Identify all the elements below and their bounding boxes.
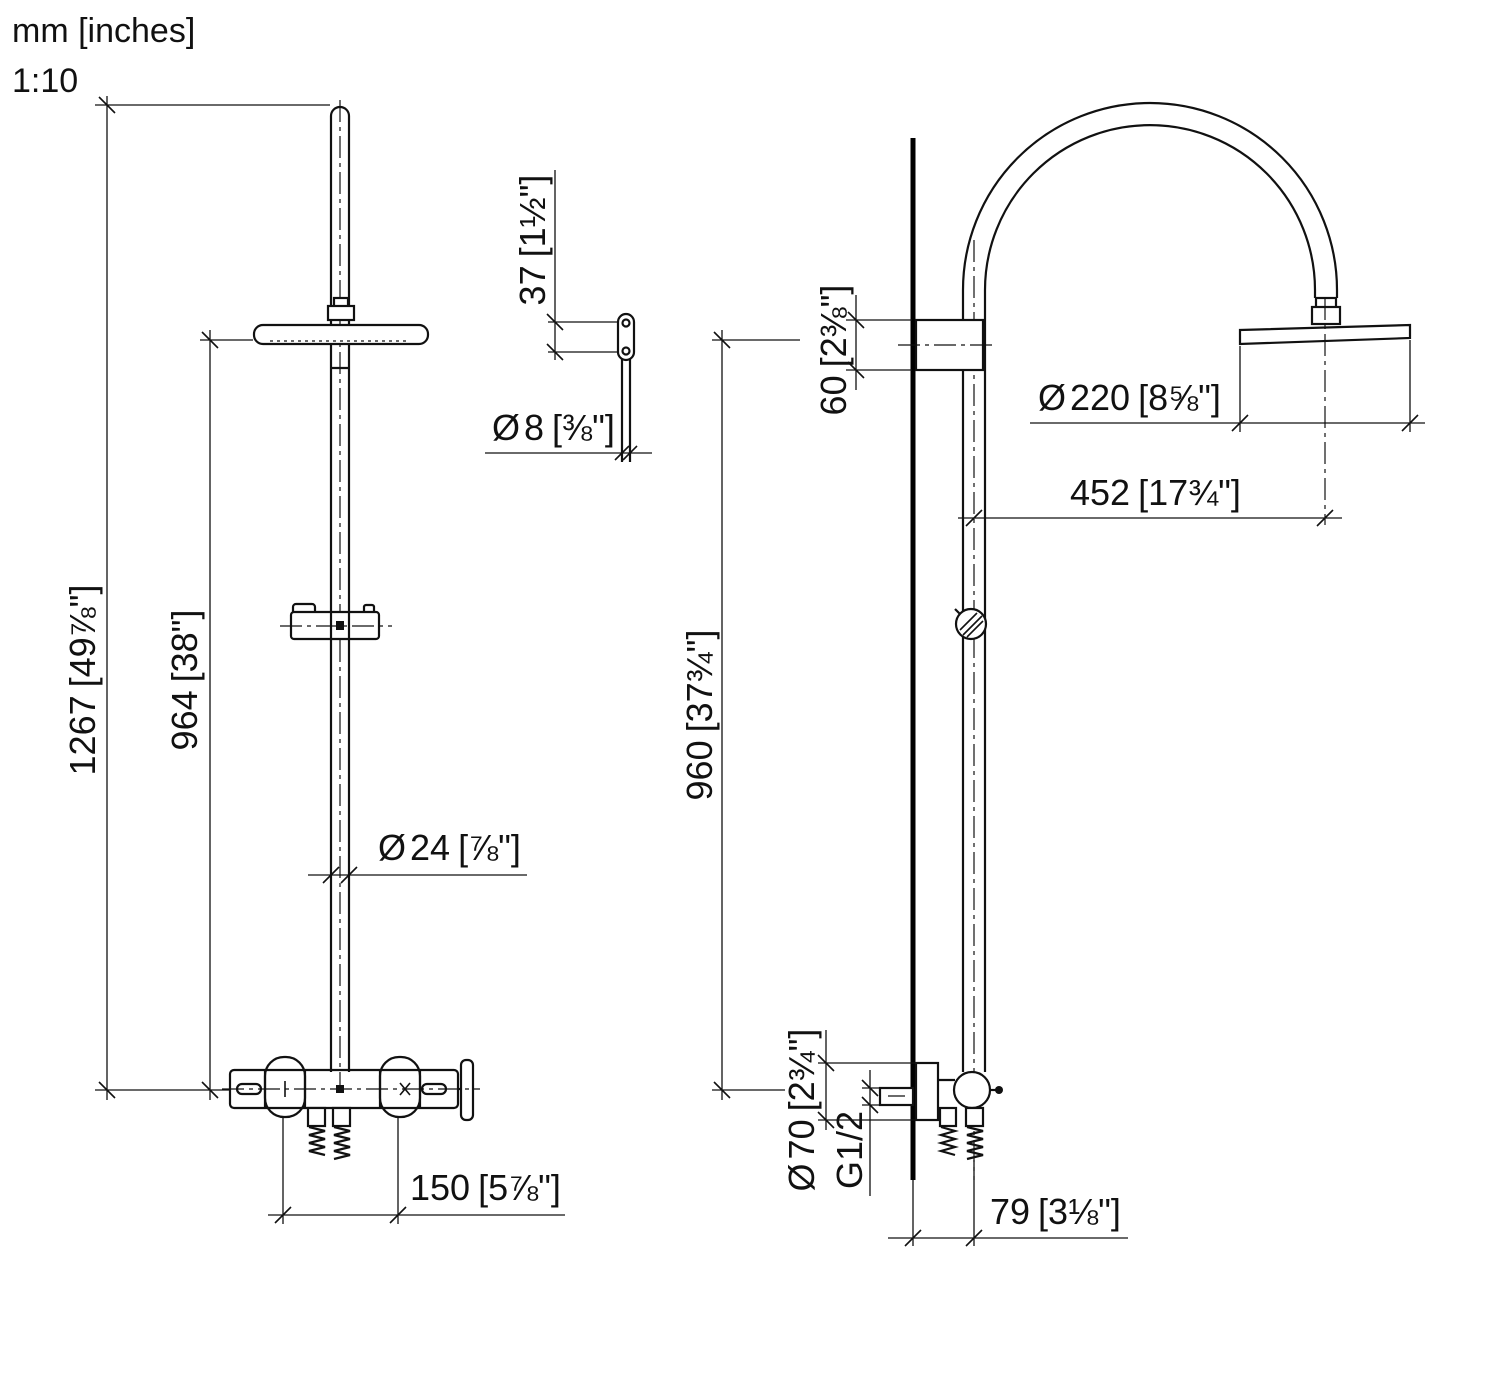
tick-rod-left <box>614 445 630 461</box>
head-connector-nut <box>326 304 356 322</box>
shower-arm-outer <box>961 101 1339 298</box>
dim-label-bracket-width: 37 [1½"] <box>512 175 553 306</box>
dim-value-inches: [17¾"] <box>1138 472 1241 513</box>
dim-label-inlet-spacing: 150[5⅞"] <box>410 1167 561 1208</box>
scale-label: 1:10 <box>12 62 78 100</box>
wall-bracket-plate <box>616 312 636 362</box>
tick-inlet-right <box>389 1206 407 1224</box>
tick-side-top <box>713 331 731 349</box>
dim-value-inches: [2¾"] <box>781 1029 822 1112</box>
inlet-right-nut <box>331 1106 352 1128</box>
dim-value-inches: [⅞"] <box>458 827 521 868</box>
inlet-left-nut <box>306 1106 327 1128</box>
diameter-symbol: Ø <box>1038 377 1066 418</box>
tick-head-left <box>1231 414 1249 432</box>
dim-value-mm: 24 <box>410 827 450 868</box>
diameter-symbol: Ø <box>378 827 406 868</box>
dim-value-mm: 79 <box>990 1191 1030 1232</box>
dim-label-arm-projection: 452[17¾"] <box>1070 472 1241 513</box>
shower-head-front <box>252 323 430 346</box>
tick-thread-top <box>861 1079 879 1097</box>
side-inlet-right-thread <box>966 1125 984 1161</box>
tick-thread-bottom <box>861 1096 879 1114</box>
slider-marker <box>336 621 344 630</box>
bracket-hole-bottom <box>621 346 631 356</box>
diameter-symbol: Ø <box>492 407 520 448</box>
slider-knob-side <box>954 607 988 641</box>
dim-value-mm: 220 <box>1070 377 1130 418</box>
tick-bracket-height-bottom <box>847 361 865 379</box>
diameter-symbol: Ø <box>781 1163 822 1191</box>
dim-value-mm: 452 <box>1070 472 1130 513</box>
slider-knob-grip <box>959 612 984 638</box>
tick-head-top <box>201 331 219 349</box>
dim-value-mm: 960 <box>679 740 720 800</box>
tick-arm-left <box>965 509 983 527</box>
mixer-body-side <box>914 1061 940 1122</box>
tick-wall-right <box>965 1229 983 1247</box>
tick-head-bottom <box>201 1081 219 1099</box>
tick-rod-right <box>622 445 638 461</box>
dim-value-mm: 8 <box>524 407 544 448</box>
dim-value-inches: [37¾"] <box>679 630 720 733</box>
dim-value-mm: 1267 <box>62 695 103 775</box>
tick-mixer-bottom <box>817 1111 835 1129</box>
tick-total-bottom <box>98 1081 116 1099</box>
dim-value-mm: 150 <box>410 1167 470 1208</box>
mixer-knob-side <box>952 1070 992 1110</box>
side-inlet-right-nut <box>964 1106 985 1128</box>
bracket-hole-top <box>621 318 631 328</box>
tick-bracket-top <box>546 313 564 331</box>
dim-value-inches: [1½"] <box>512 175 553 258</box>
tick-mixer-top <box>817 1054 835 1072</box>
tick-pipe-left <box>322 866 340 884</box>
mixer-nub <box>995 1086 1003 1094</box>
shower-arm-inner <box>983 123 1317 298</box>
dim-value-inches: [3⅛"] <box>1038 1191 1121 1232</box>
dim-label-total-height: 1267 [49⅞"] <box>62 585 103 776</box>
mixer-marker-right <box>399 1082 411 1096</box>
dim-label-thread: G1/2 <box>829 1111 870 1189</box>
dim-label-mixer-diameter: Ø 70 [2¾"] <box>781 1029 822 1192</box>
side-inlet-left-nut <box>938 1106 958 1128</box>
dim-label-head-height: 964 [38"] <box>164 610 205 751</box>
arm-connector-base <box>1310 305 1342 326</box>
mixer-marker-center <box>336 1085 344 1093</box>
dim-value-inches: [2⅜"] <box>813 285 854 368</box>
inlet-left-thread <box>308 1125 326 1157</box>
tick-wall-left <box>904 1229 922 1247</box>
tick-side-bottom <box>713 1081 731 1099</box>
tick-inlet-left <box>274 1206 292 1224</box>
dim-value-inches: [5⅞"] <box>478 1167 561 1208</box>
tick-arm-right <box>1316 509 1334 527</box>
dim-value-inches: [38"] <box>164 610 205 683</box>
tick-bracket-height-top <box>847 311 865 329</box>
tick-pipe-right <box>340 866 358 884</box>
inlet-right-thread <box>333 1125 351 1161</box>
dim-label-side-height: 960 [37¾"] <box>679 630 720 801</box>
dim-value-mm: 964 <box>164 690 205 750</box>
dim-label-wall-distance: 79[3⅛"] <box>990 1191 1121 1232</box>
dim-value-inches: [8⅝"] <box>1138 377 1221 418</box>
mixer-cross-handle <box>459 1058 475 1122</box>
tick-bracket-bottom <box>546 343 564 361</box>
tick-total-top <box>98 96 116 114</box>
dim-value-inches: [⅜"] <box>552 407 615 448</box>
units-label: mm [inches] <box>12 12 195 50</box>
tick-head-right <box>1401 414 1419 432</box>
dim-value-mm: 37 <box>512 265 553 305</box>
dim-label-bracket-height: 60 [2⅜"] <box>813 285 854 416</box>
side-inlet-left-thread <box>936 1125 960 1157</box>
dim-value-mm: 70 <box>781 1119 822 1159</box>
dim-value-mm: 60 <box>813 375 854 415</box>
dim-value-inches: [49⅞"] <box>62 585 103 688</box>
